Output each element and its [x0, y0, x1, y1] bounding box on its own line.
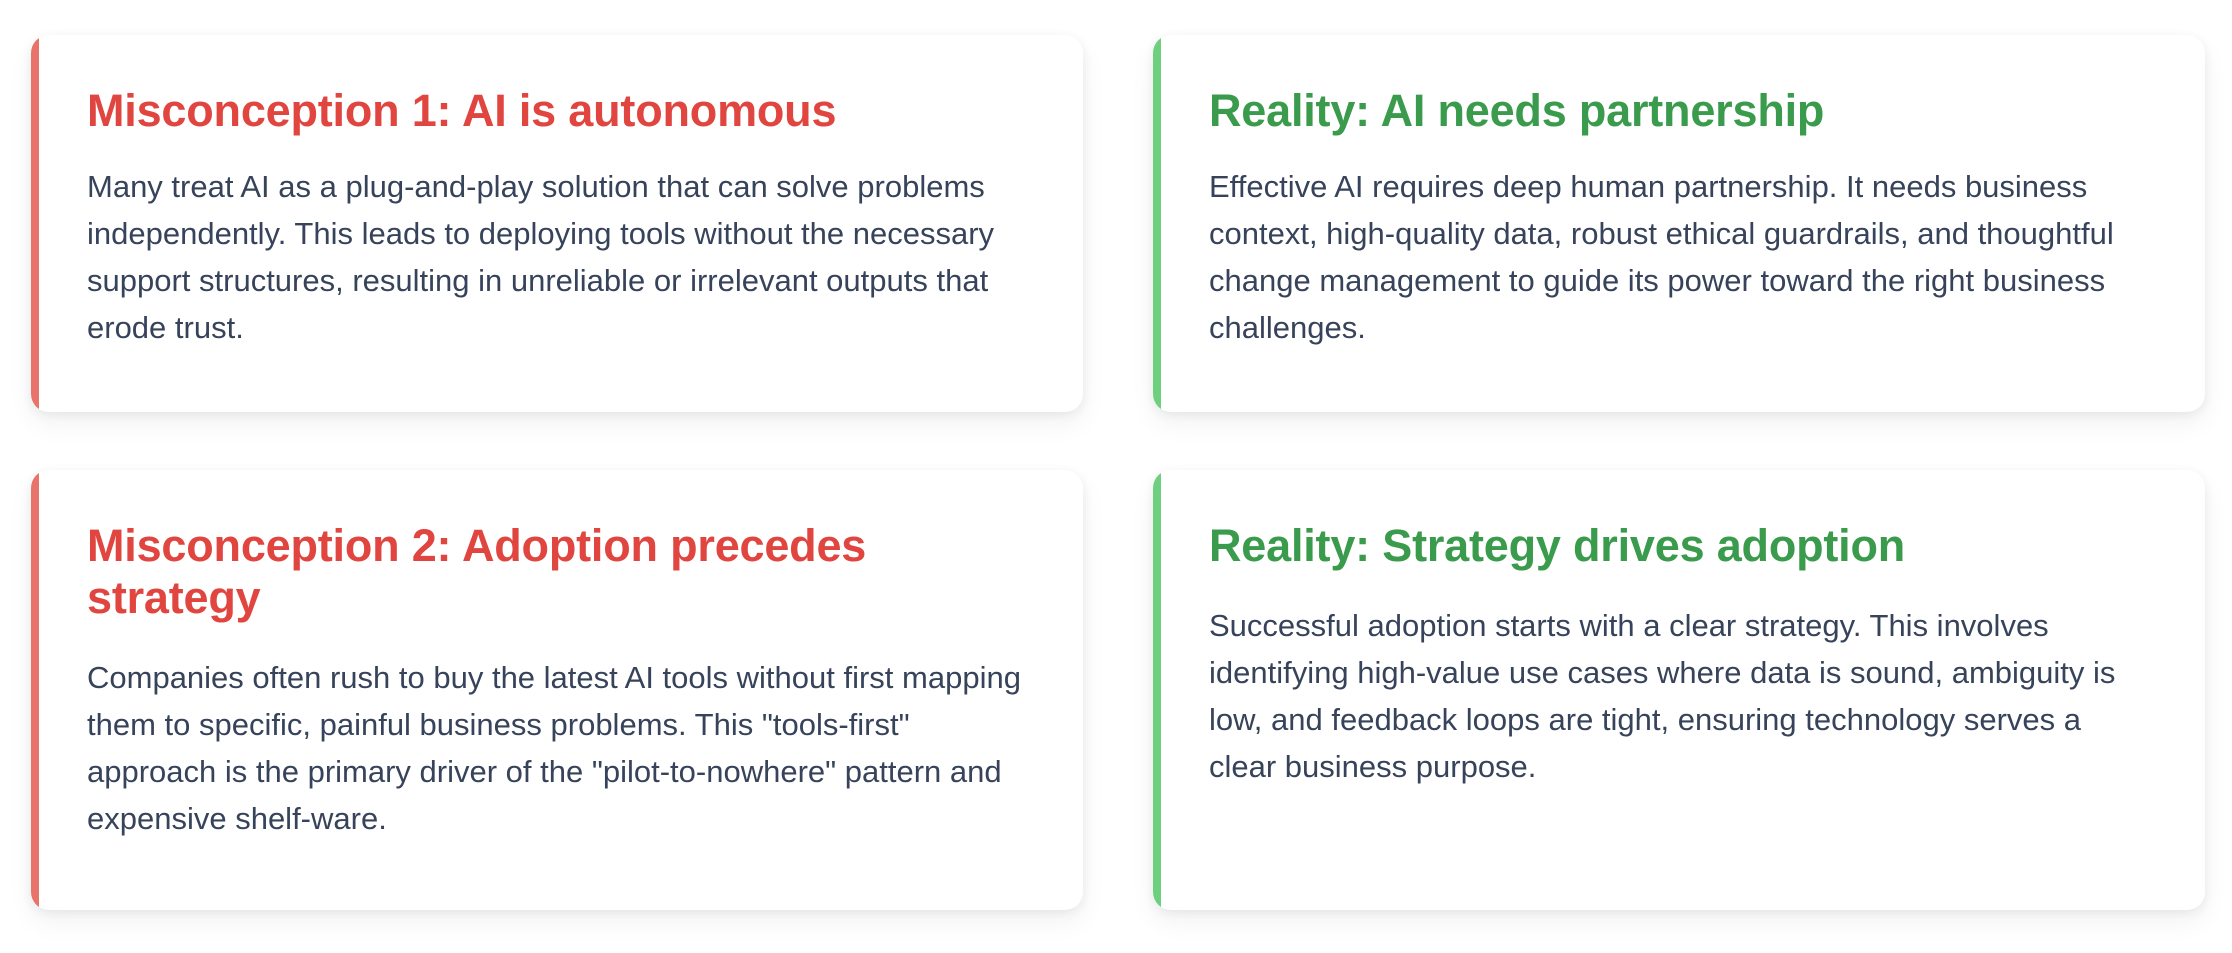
card-body-text: Many treat AI as a plug-and-play solutio…: [87, 168, 995, 346]
card-misconception-1: Misconception 1: AI is autonomous Many t…: [31, 35, 1083, 412]
card-title: Reality: Strategy drives adoption: [1209, 520, 1906, 571]
card-body-text: Effective AI requires deep human partner…: [1209, 168, 2114, 346]
card-reality-1: Reality: AI needs partnership Effective …: [1153, 35, 2205, 412]
card-title: Reality: AI needs partnership: [1209, 85, 1825, 136]
card-body-text: Successful adoption starts with a clear …: [1209, 607, 2116, 785]
card-reality-2: Reality: Strategy drives adoption Succes…: [1153, 470, 2205, 910]
card-misconception-2: Misconception 2: Adoption precedes strat…: [31, 470, 1083, 910]
card-body-text: Companies often rush to buy the latest A…: [87, 659, 1021, 836]
card-title: Misconception 1: AI is autonomous: [87, 85, 837, 136]
card-title: Misconception 2: Adoption precedes strat…: [87, 520, 867, 623]
